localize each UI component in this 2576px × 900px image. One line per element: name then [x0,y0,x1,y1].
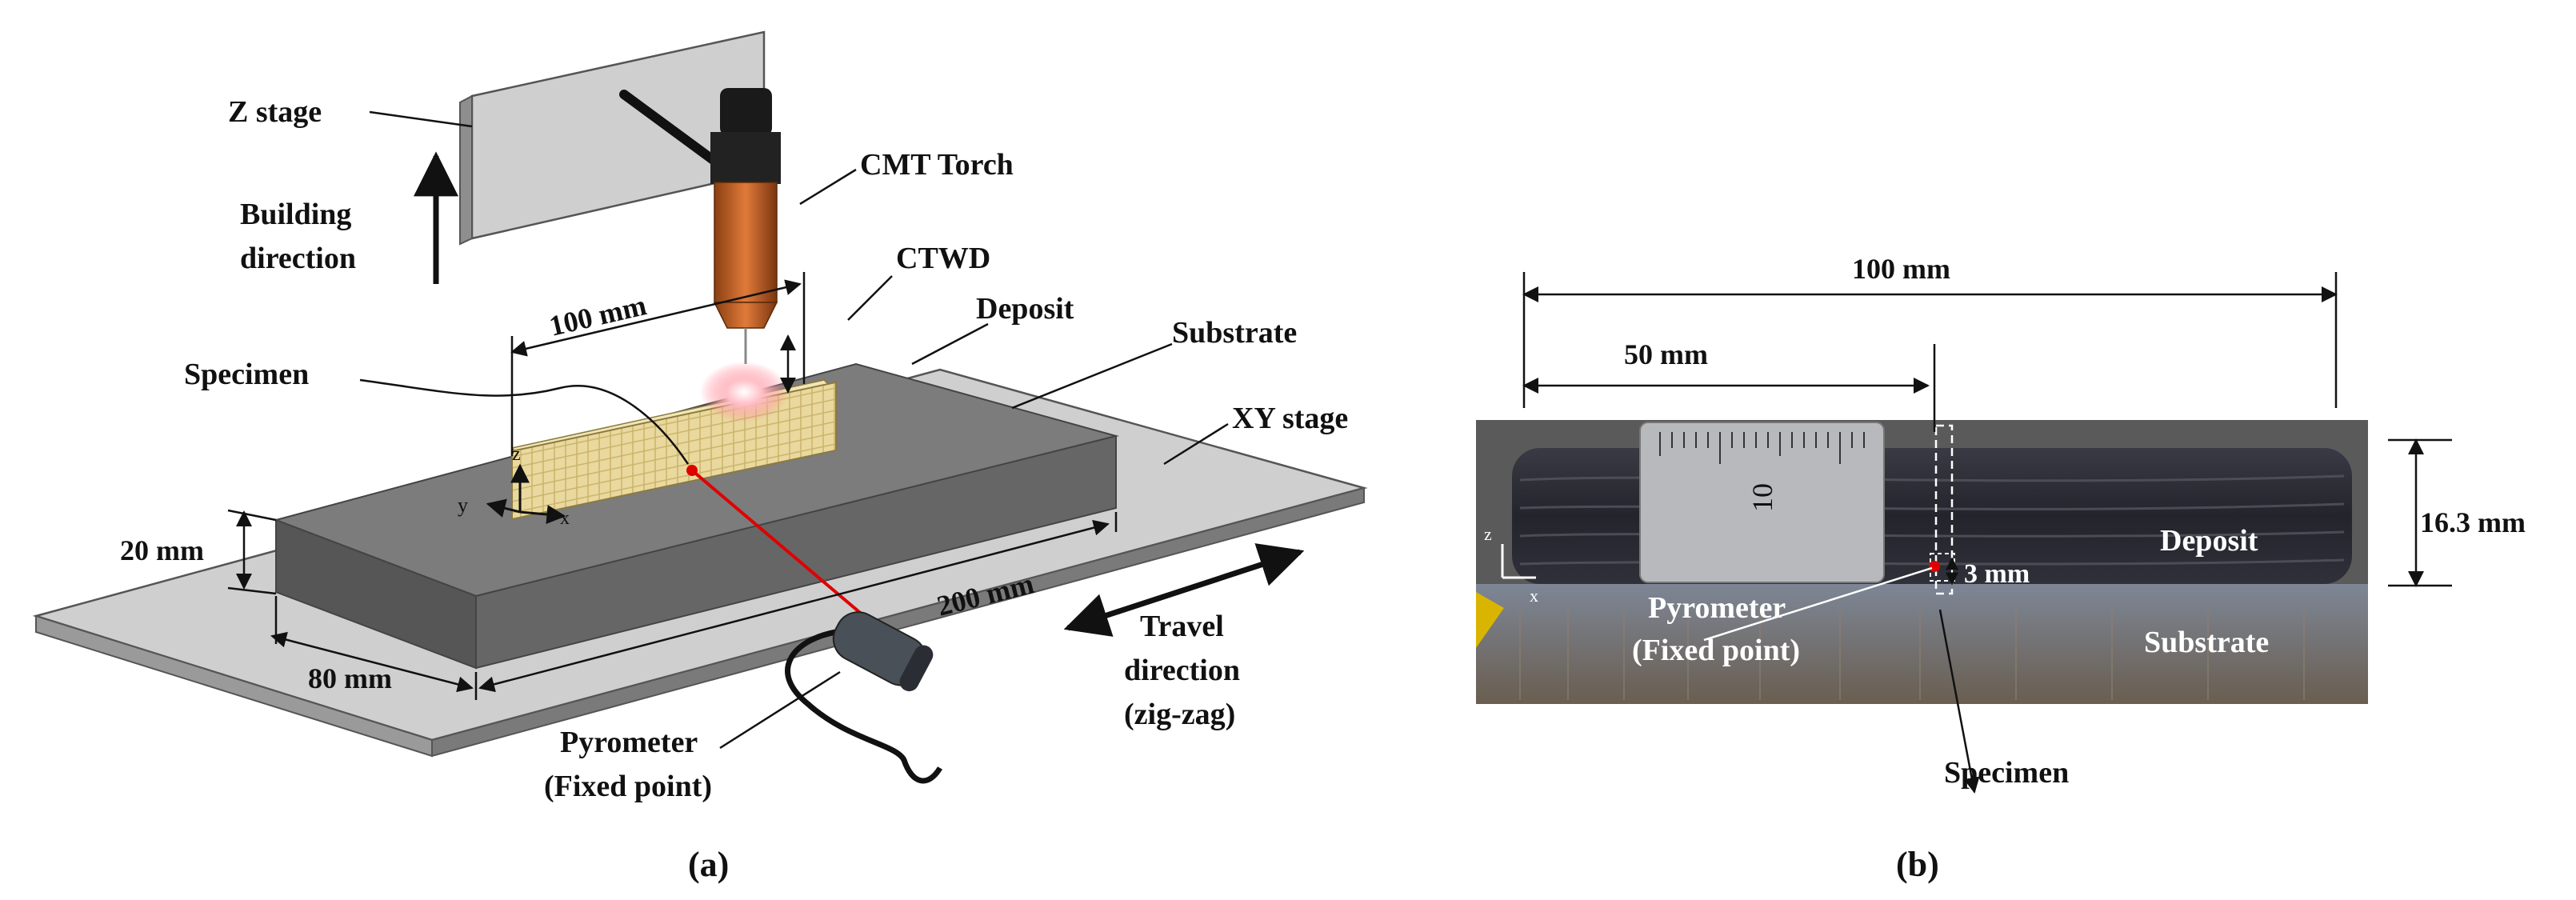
z-stage-label: Z stage [228,95,322,129]
specimen-label-a: Specimen [184,358,309,391]
torch-neck [710,132,781,184]
ruler-ticks [1659,432,1865,464]
pyrometer-label-a-1: Pyrometer [560,726,698,759]
dim-100-label-a: 100 mm [546,289,650,342]
leader-lines-a [359,110,1229,750]
deposit-label-b: Deposit [2160,524,2258,558]
measure-point-b [1929,561,1940,572]
substrate-texture [1519,608,2305,700]
travel-label-2: direction [1124,654,1240,687]
dim-16-3-label: 16.3 mm [2420,506,2526,538]
specimen-outline [1934,424,1954,595]
dim-50-label: 50 mm [1624,338,1708,370]
panel-b: 10 z x 100 mm 50 mm 16.3 mm [1476,253,2526,884]
building-direction-label-2: direction [240,242,356,275]
torch-arm [619,90,729,173]
dim-3-label: 3 mm [1964,559,2030,589]
ruler-number: 10 [1746,483,1778,512]
axis-y-a: y [458,494,468,517]
ctwd-label: CTWD [896,242,990,275]
dim-80-label: 80 mm [308,662,392,694]
z-stage-edge [459,94,473,246]
axis-x-a: x [560,508,570,529]
substrate-label-b: Substrate [2144,626,2269,659]
building-direction-label-1: Building [240,198,351,231]
photo-corner-marker [1476,592,1504,648]
steel-ruler [1639,422,1885,583]
axis-x-b: x [1530,586,1538,606]
axis-z-a: z [512,444,521,465]
cmt-torch-label: CMT Torch [860,148,1014,182]
substrate-label: Substrate [1172,316,1297,350]
caption-b: (b) [1896,845,1939,884]
travel-label-3: (zig-zag) [1124,698,1235,731]
torch-body [714,182,778,303]
travel-label-1: Travel [1140,610,1224,643]
axes-a [486,463,566,524]
dimension-lines-b [1522,272,2452,794]
measure-point [686,465,698,476]
torch-nozzle [713,302,778,329]
caption-a: (a) [688,845,729,884]
torch-head [720,88,772,136]
dimension-lines-a [227,272,1118,700]
axes-b [1501,544,1536,579]
arc-glow [700,362,788,422]
dim-100-label-b: 100 mm [1852,253,1950,285]
pyrometer-label-b-1: Pyrometer [1648,591,1786,625]
panel-a: z y x [32,30,1368,884]
xy-stage-label: XY stage [1232,402,1348,435]
specimen-label-b: Specimen [1944,756,2069,790]
dim-20-label: 20 mm [120,534,204,566]
pyrometer-label-a-2: (Fixed point) [544,770,712,803]
axis-z-b: z [1484,524,1492,544]
deposit-label: Deposit [976,292,1074,326]
travel-arrow [1063,543,1305,637]
pyrometer-label-b-2: (Fixed point) [1632,634,1800,667]
